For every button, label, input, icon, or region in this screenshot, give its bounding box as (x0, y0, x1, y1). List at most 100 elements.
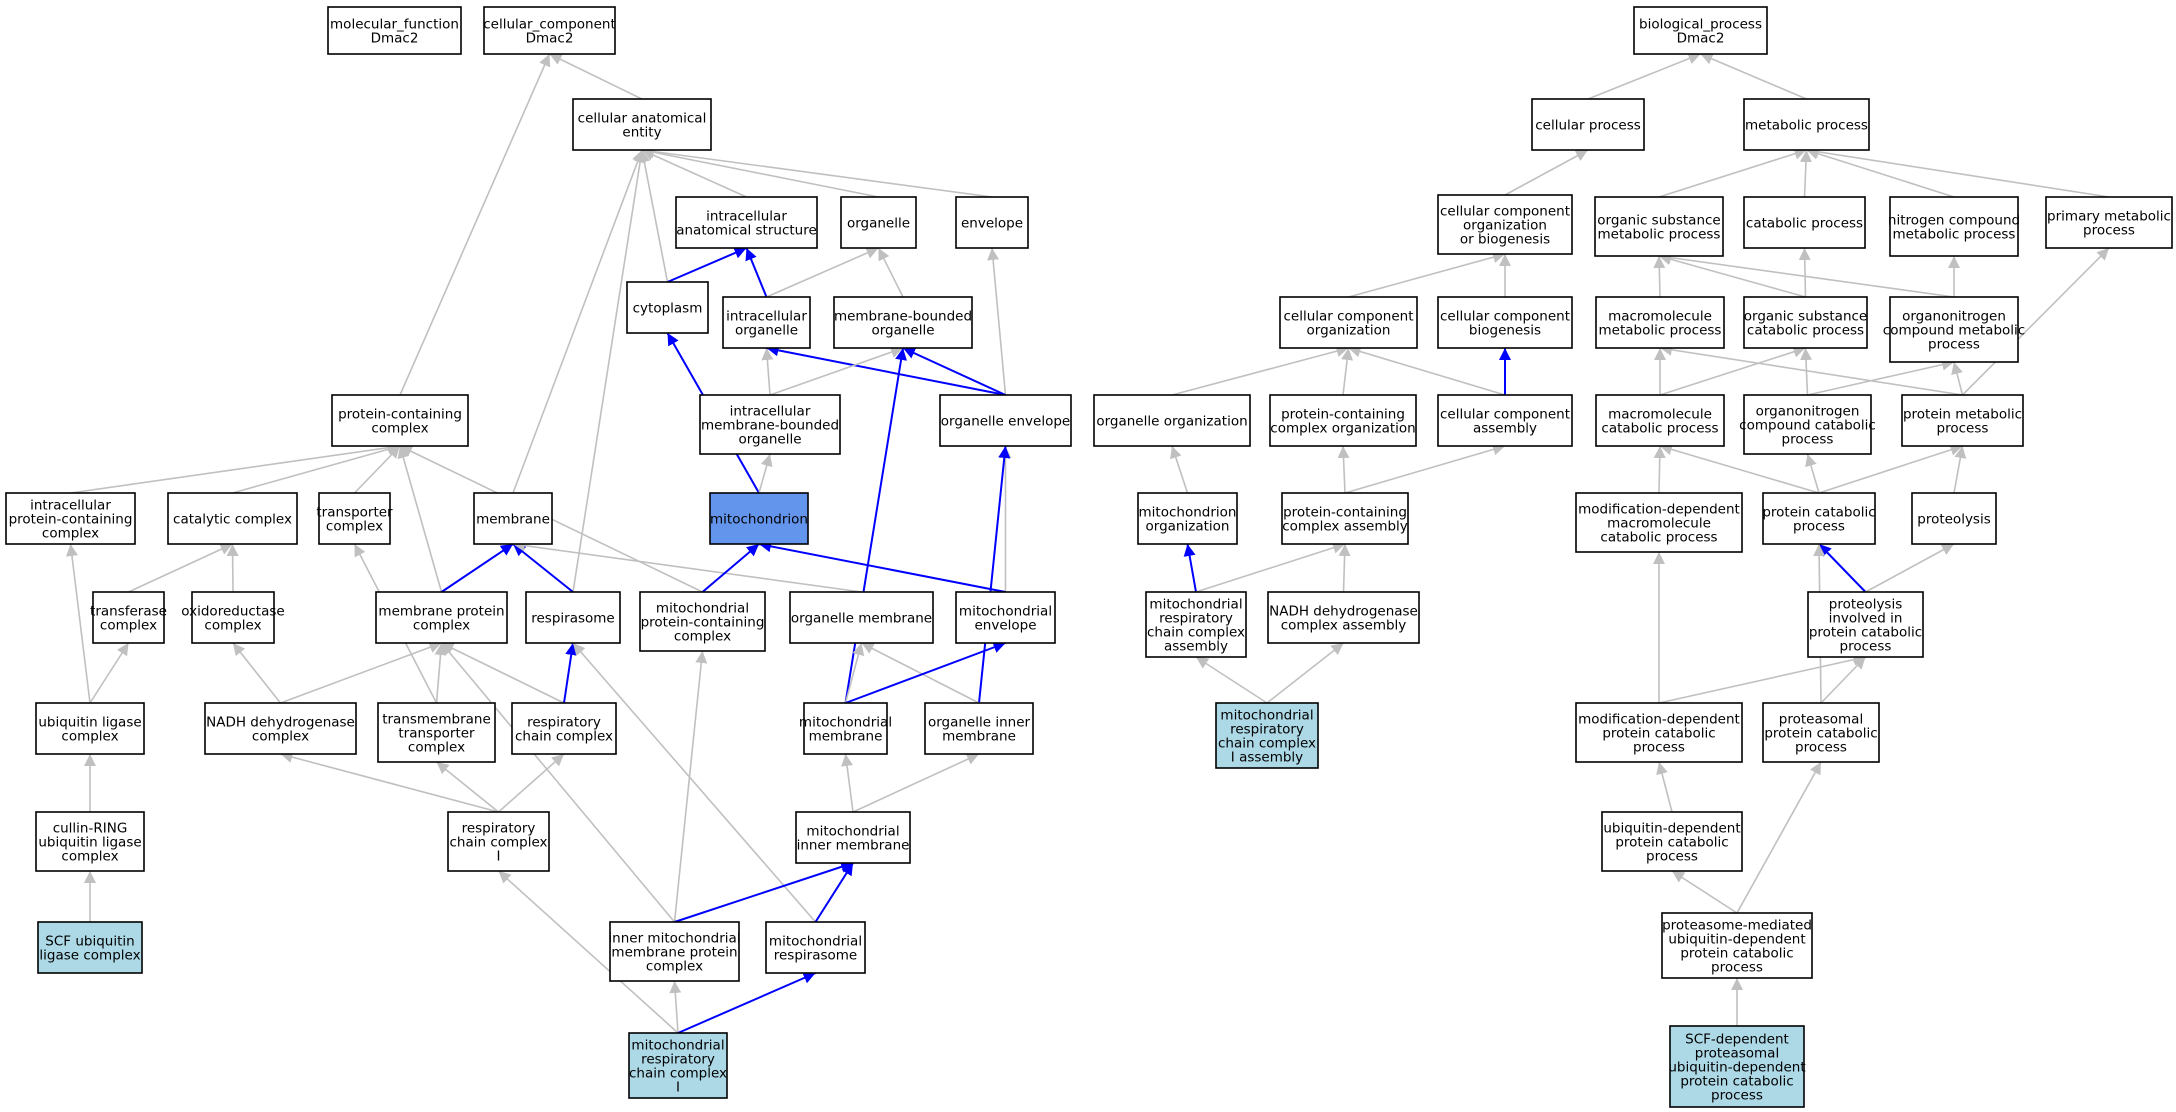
edge-ccob-to-cp (1504, 149, 1589, 196)
node-box (1633, 6, 1768, 55)
go-term-node-resp[interactable]: respirasome (525, 591, 621, 644)
go-term-node-pmudpcp[interactable]: proteasome-mediatedubiquitin-dependentpr… (1661, 912, 1813, 979)
go-term-node-oe[interactable]: organelle envelope (939, 394, 1072, 447)
edge-rcc1-to-tmtc (435, 761, 500, 813)
node-box (709, 492, 809, 545)
node-label-line: envelope (974, 618, 1036, 634)
node-label-line: process (1711, 1088, 1763, 1104)
go-term-node-memb[interactable]: membrane (473, 492, 553, 545)
go-term-node-env[interactable]: envelope (955, 196, 1029, 249)
go-term-node-org[interactable]: organelle (840, 196, 917, 249)
node-label-line: catabolic process (1747, 323, 1864, 339)
go-term-node-mito[interactable]: mitochondrion (709, 492, 809, 545)
edge-mbo-to-org (877, 247, 904, 298)
node-box (1269, 394, 1417, 447)
go-term-node-mdmcp[interactable]: modification-dependentmacromoleculecatab… (1575, 492, 1743, 553)
node-label-line: process (1633, 740, 1685, 756)
go-term-node-scfpud[interactable]: SCF-dependentproteasomalubiquitin-depend… (1668, 1025, 1806, 1108)
go-term-node-catc[interactable]: catalytic complex (167, 492, 298, 545)
node-label-line: Dmac2 (526, 31, 574, 47)
go-term-node-catp[interactable]: catabolic process (1743, 196, 1866, 249)
go-term-node-mp[interactable]: metabolic process (1743, 98, 1870, 151)
go-term-node-om[interactable]: organelle membrane (789, 591, 934, 644)
node-box (1279, 296, 1418, 349)
node-label-line: membrane (476, 512, 550, 528)
node-box (1743, 98, 1870, 151)
node-box (924, 702, 1034, 755)
edge-pcca-to-cca (1344, 443, 1506, 494)
go-term-node-oo[interactable]: organelle organization (1093, 394, 1251, 447)
go-term-node-prot[interactable]: proteolysis (1911, 492, 1997, 545)
edge-oe-to-env (987, 247, 1007, 396)
go-term-node-cyto[interactable]: cytoplasm (626, 281, 709, 334)
node-box (955, 196, 1029, 249)
node-label-line: ubiquitin-dependent (1668, 1060, 1805, 1076)
node-label-line: NADH dehydrogenase (206, 715, 355, 731)
edge-oscp-to-osmp (1658, 253, 1806, 298)
node-label-line: catabolic process (1746, 216, 1863, 232)
node-label-line: biogenesis (1469, 323, 1541, 339)
go-term-node-cp[interactable]: cellular process (1531, 98, 1645, 151)
node-label-line: respiratory (527, 715, 601, 731)
edge-ulc-to-ipcc (66, 543, 91, 704)
edge-ppcp-to-pipcp (1820, 656, 1867, 704)
node-box (35, 702, 145, 755)
node-label-line: inner membrane (797, 838, 910, 854)
node-label-line: process (1646, 849, 1698, 865)
node-label-line: complex assembly (1281, 618, 1407, 634)
